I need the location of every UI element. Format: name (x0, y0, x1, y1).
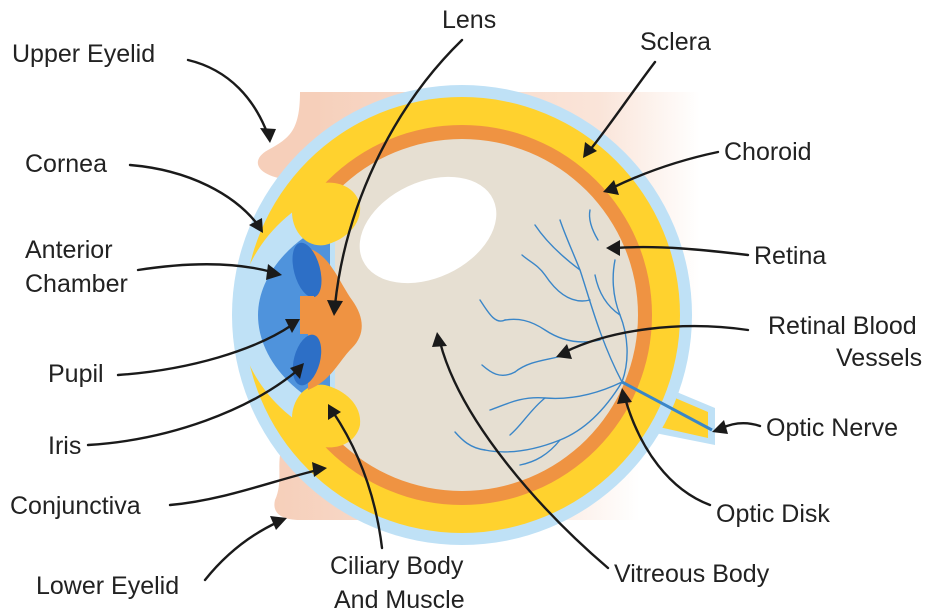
label-vitreous-body: Vitreous Body (614, 560, 770, 588)
arrow-cornea (130, 165, 258, 225)
label-ciliary-body-line1: Ciliary Body (330, 552, 464, 580)
arrowhead-upper-eyelid (260, 128, 276, 143)
arrow-lower-eyelid (205, 522, 278, 580)
label-retina: Retina (754, 242, 826, 270)
pupil-shape (300, 296, 314, 334)
label-choroid: Choroid (724, 138, 812, 166)
label-iris: Iris (48, 432, 81, 460)
label-lens: Lens (442, 6, 496, 34)
label-ciliary-body-line2: And Muscle (334, 586, 465, 614)
arrow-optic-nerve (722, 423, 760, 428)
label-conjunctiva: Conjunctiva (10, 492, 141, 520)
label-pupil: Pupil (48, 360, 104, 388)
label-retinal-blood-vessels-line2: Vessels (836, 344, 922, 372)
label-optic-disk: Optic Disk (716, 500, 830, 528)
label-sclera: Sclera (640, 28, 711, 56)
label-retinal-blood-vessels-line1: Retinal Blood (768, 312, 917, 340)
label-anterior-chamber-line1: Anterior (25, 236, 113, 264)
arrowhead-lower-eyelid (270, 516, 287, 530)
label-cornea: Cornea (25, 150, 107, 178)
arrow-upper-eyelid (188, 60, 268, 135)
label-lower-eyelid: Lower Eyelid (36, 572, 179, 600)
label-optic-nerve: Optic Nerve (766, 414, 898, 442)
label-anterior-chamber-line2: Chamber (25, 270, 128, 298)
label-upper-eyelid: Upper Eyelid (12, 40, 155, 68)
